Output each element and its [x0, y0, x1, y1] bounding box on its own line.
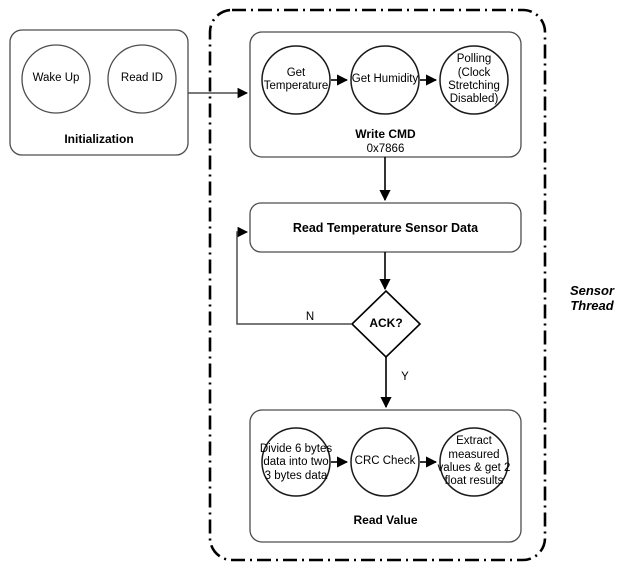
- node-circle-get-humidity: [350, 45, 420, 115]
- node-circle-divide-bytes: [261, 427, 331, 497]
- node-circle-polling: [439, 45, 509, 115]
- node-circle-read-id: [107, 44, 177, 114]
- node-circle-get-temperature: [261, 45, 331, 115]
- sensor-thread-boundary: [208, 8, 547, 562]
- edge-ack-no-feedback: [236, 226, 352, 325]
- process-box-read-temperature-sensor-data: [249, 202, 522, 253]
- node-circle-crc-check: [350, 427, 420, 497]
- node-circle-extract-values: [439, 427, 509, 497]
- decision-diamond-ack: [350, 289, 422, 359]
- node-circle-wake-up: [21, 44, 91, 114]
